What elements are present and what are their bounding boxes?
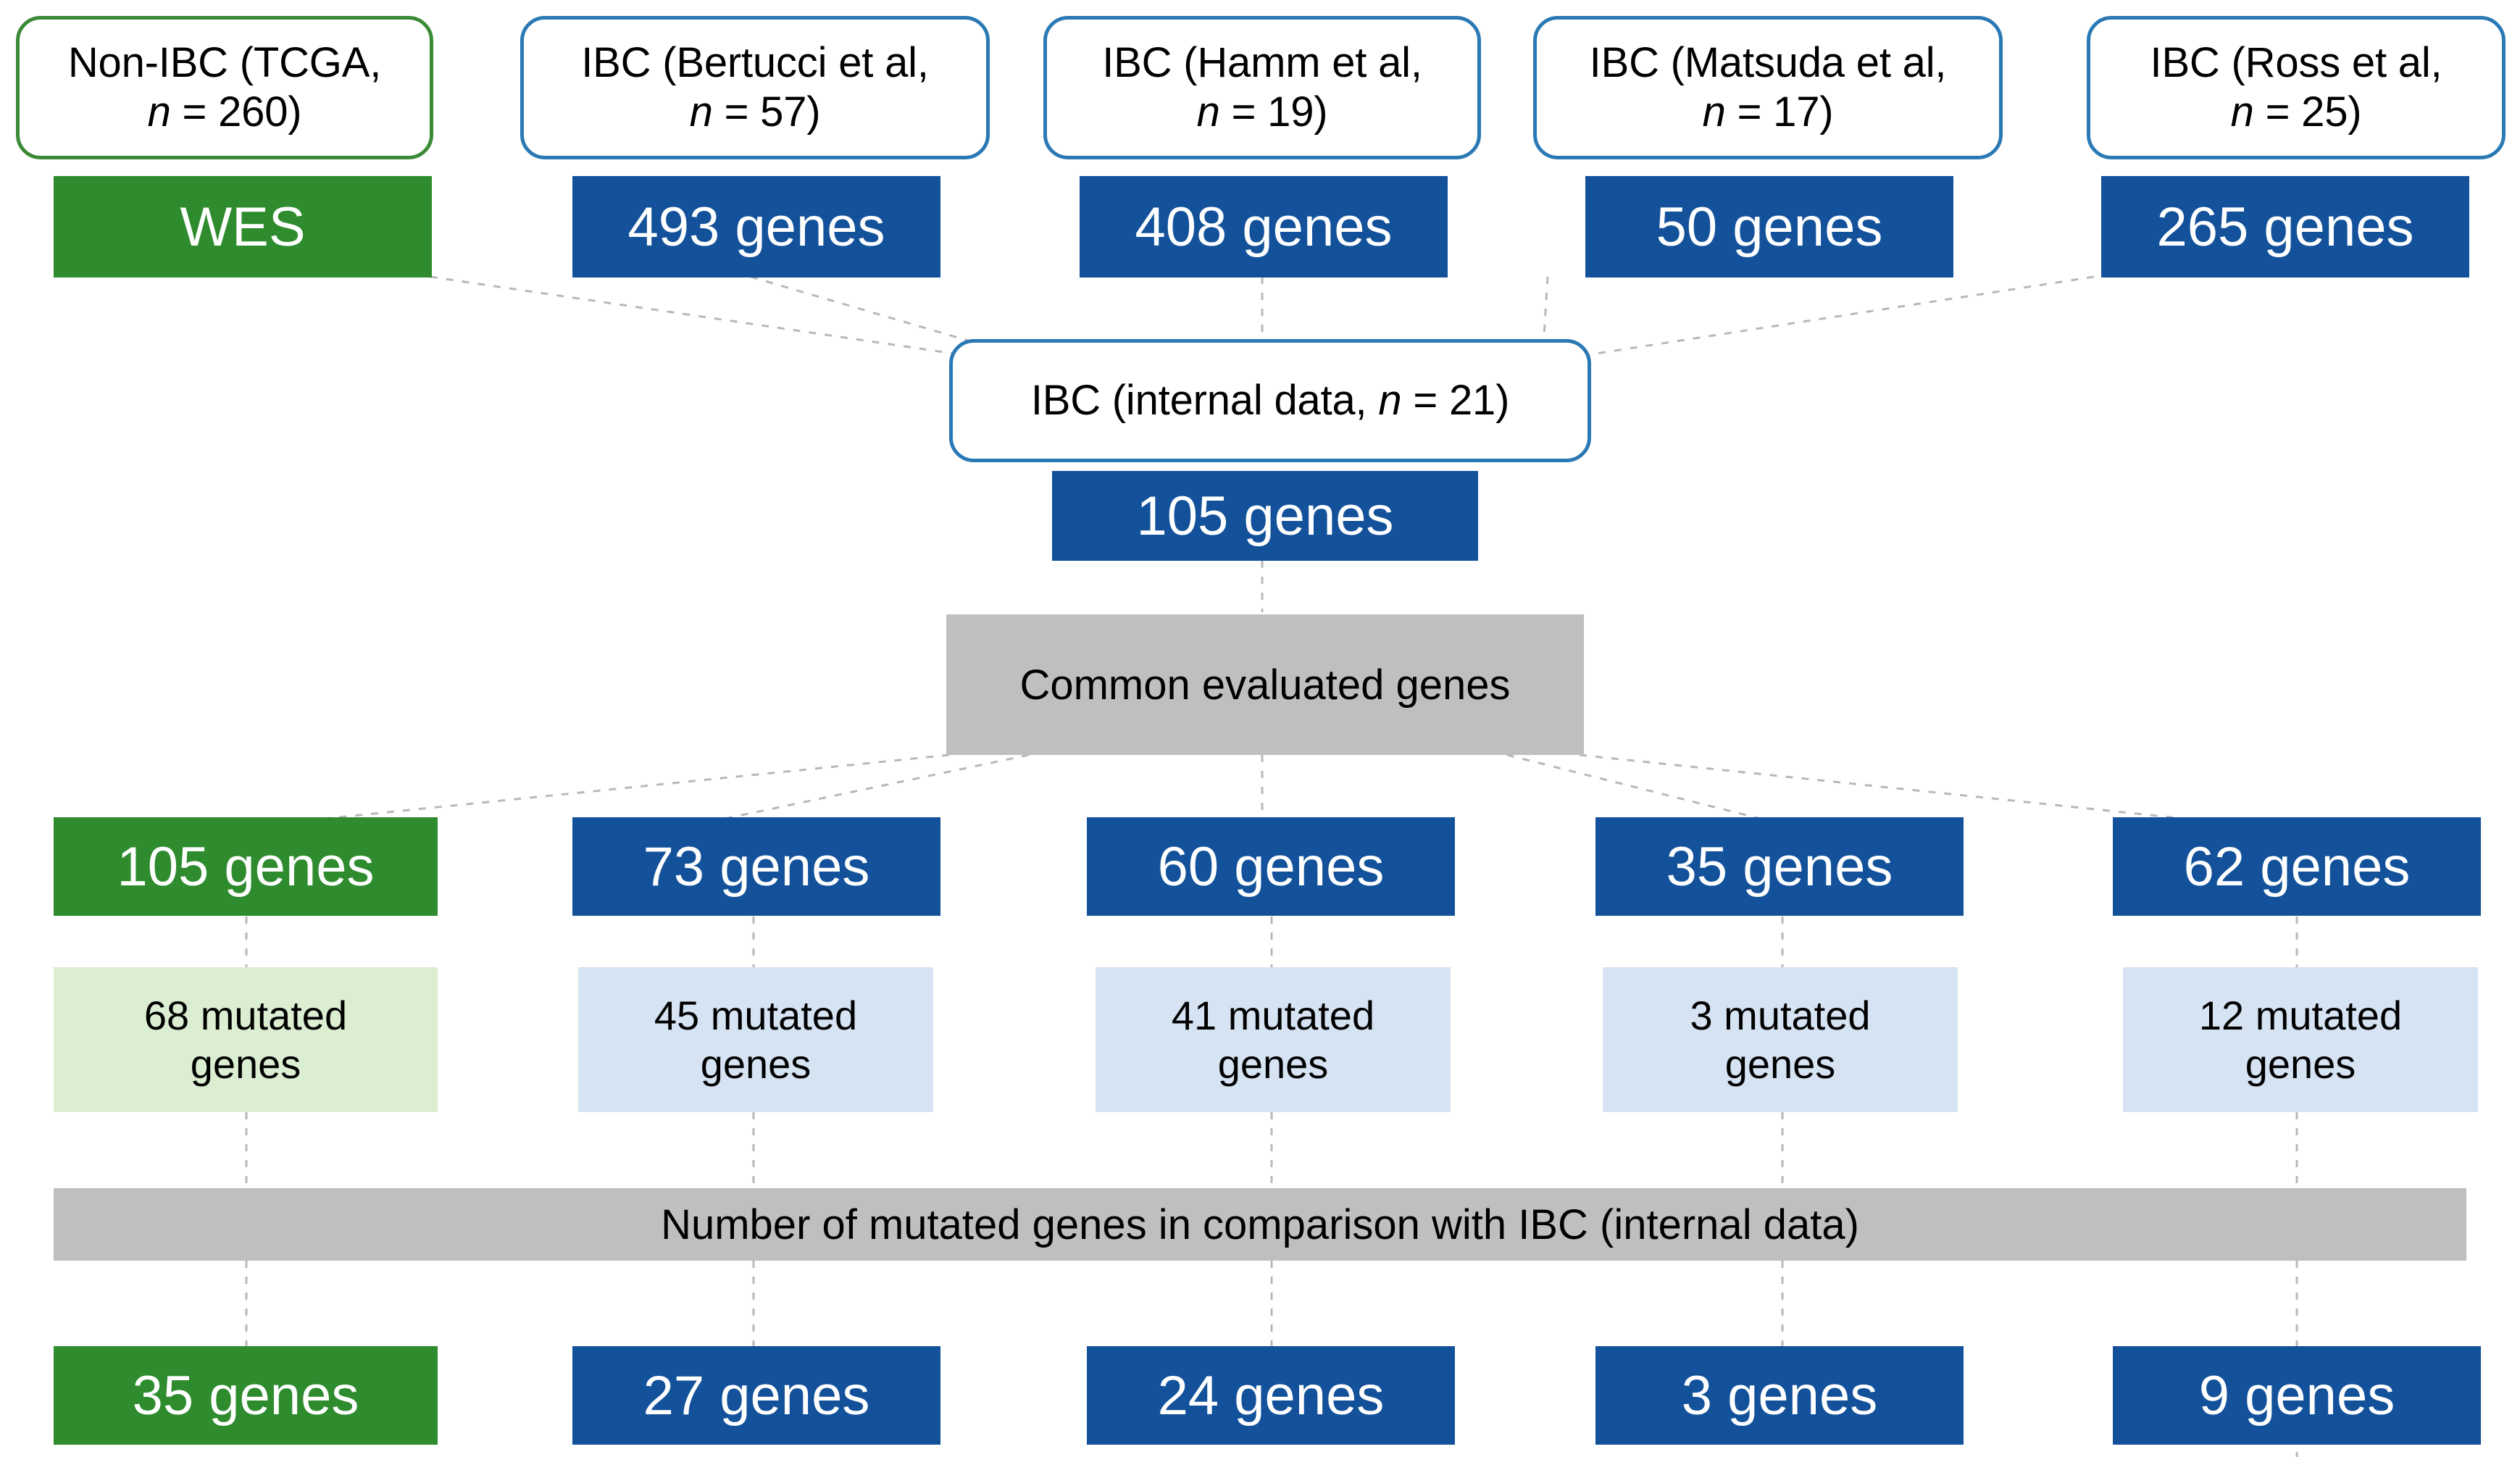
panel-bar-tcga-label: WES [180, 196, 306, 258]
mutated-ross-line2: genes [2245, 1041, 2356, 1087]
cohort-box-ross[interactable]: IBC (Ross et al, n = 25) [2087, 16, 2506, 159]
cohort-hamm-n-value: = 19) [1219, 88, 1328, 135]
cohort-box-bertucci[interactable]: IBC (Bertucci et al, n = 57) [520, 16, 990, 159]
mutated-box-matsuda[interactable]: 3 mutated genes [1603, 967, 1958, 1112]
panel-bar-bertucci[interactable]: 493 genes [572, 176, 940, 277]
mutated-tcga-line2: genes [190, 1041, 301, 1087]
connector-common-to-bertucci [724, 753, 1030, 820]
connector-common-to-matsuda [1506, 753, 1761, 820]
mutated-box-hamm-text: 41 mutated genes [1172, 991, 1374, 1088]
cohort-box-ross-text: IBC (Ross et al, n = 25) [2150, 38, 2442, 138]
evaluated-bar-ross-label: 62 genes [2183, 835, 2411, 898]
evaluated-bar-hamm-label: 60 genes [1157, 835, 1385, 898]
connector-common-to-ross [1579, 753, 2254, 827]
mutated-bertucci-line2: genes [700, 1041, 812, 1087]
cohort-bertucci-n-symbol: n [689, 88, 713, 135]
mutated-hamm-line1: 41 mutated [1171, 992, 1375, 1038]
result-bar-tcga[interactable]: 35 genes [54, 1346, 438, 1445]
cohort-ross-n-value: = 25) [2253, 88, 2362, 135]
connector-ross-to-internal [1586, 275, 2095, 356]
common-evaluated-genes-label: Common evaluated genes [1019, 661, 1511, 709]
evaluated-bar-matsuda-label: 35 genes [1666, 835, 1893, 898]
cohort-box-matsuda-text: IBC (Matsuda et al, n = 17) [1590, 38, 1947, 138]
cohort-ross-n-symbol: n [2230, 88, 2254, 135]
mutated-matsuda-line2: genes [1724, 1041, 1836, 1087]
panel-bar-matsuda-label: 50 genes [1656, 196, 1883, 258]
mutated-box-tcga-text: 68 mutated genes [144, 991, 347, 1088]
panel-bar-tcga[interactable]: WES [54, 176, 432, 277]
connector-bertucci-to-internal [750, 275, 993, 349]
panel-bar-ross[interactable]: 265 genes [2101, 176, 2469, 277]
common-evaluated-genes-banner[interactable]: Common evaluated genes [946, 614, 1584, 755]
cohort-matsuda-line1: IBC (Matsuda et al, [1589, 38, 1947, 86]
result-bar-bertucci[interactable]: 27 genes [572, 1346, 940, 1445]
connector-matsuda-to-internal [1542, 276, 1549, 348]
result-bar-matsuda-label: 3 genes [1681, 1364, 1878, 1427]
connector-tcga-to-internal [430, 275, 964, 356]
mutated-box-tcga[interactable]: 68 mutated genes [54, 967, 438, 1112]
cohort-tcga-n-symbol: n [147, 88, 171, 135]
cohort-ross-line1: IBC (Ross et al, [2150, 38, 2442, 86]
mutated-hamm-line2: genes [1217, 1041, 1329, 1087]
evaluated-bar-bertucci[interactable]: 73 genes [572, 817, 940, 916]
panel-bar-internal[interactable]: 105 genes [1052, 471, 1478, 561]
panel-bar-matsuda[interactable]: 50 genes [1585, 176, 1953, 277]
mutated-box-bertucci-text: 45 mutated genes [654, 991, 857, 1088]
result-bar-bertucci-label: 27 genes [643, 1364, 870, 1427]
cohort-matsuda-n-value: = 17) [1725, 88, 1834, 135]
result-bar-tcga-label: 35 genes [132, 1364, 359, 1427]
result-bar-hamm-label: 24 genes [1157, 1364, 1385, 1427]
mutated-box-bertucci[interactable]: 45 mutated genes [578, 967, 933, 1112]
mutated-tcga-line1: 68 mutated [143, 992, 348, 1038]
mutated-box-hamm[interactable]: 41 mutated genes [1096, 967, 1451, 1112]
cohort-hamm-n-symbol: n [1196, 88, 1220, 135]
cohort-box-hamm[interactable]: IBC (Hamm et al, n = 19) [1043, 16, 1481, 159]
mutated-ross-line1: 12 mutated [2198, 992, 2403, 1038]
panel-bar-hamm[interactable]: 408 genes [1080, 176, 1448, 277]
evaluated-bar-hamm[interactable]: 60 genes [1087, 817, 1455, 916]
cohort-tcga-line1: Non-IBC (TCGA, [67, 38, 382, 86]
mutated-box-ross[interactable]: 12 mutated genes [2123, 967, 2478, 1112]
cohort-matsuda-n-symbol: n [1702, 88, 1726, 135]
mutated-matsuda-line1: 3 mutated [1690, 992, 1871, 1038]
cohort-tcga-n-value: = 260) [170, 88, 302, 135]
mutated-box-ross-text: 12 mutated genes [2199, 991, 2402, 1088]
internal-prefix: IBC (internal data, [1030, 376, 1379, 424]
cohort-box-bertucci-text: IBC (Bertucci et al, n = 57) [581, 38, 929, 138]
panel-bar-ross-label: 265 genes [2156, 196, 2414, 258]
evaluated-bar-ross[interactable]: 62 genes [2113, 817, 2481, 916]
cohort-bertucci-n-value: = 57) [712, 88, 821, 135]
result-bar-matsuda[interactable]: 3 genes [1595, 1346, 1964, 1445]
comparison-banner[interactable]: Number of mutated genes in comparison wi… [54, 1188, 2466, 1261]
panel-bar-hamm-label: 408 genes [1135, 196, 1393, 258]
evaluated-bar-tcga-label: 105 genes [117, 835, 375, 898]
result-bar-ross-label: 9 genes [2198, 1364, 2395, 1427]
result-bar-ross[interactable]: 9 genes [2113, 1346, 2481, 1445]
cohort-box-matsuda[interactable]: IBC (Matsuda et al, n = 17) [1533, 16, 2003, 159]
mutated-box-matsuda-text: 3 mutated genes [1690, 991, 1870, 1088]
result-bar-hamm[interactable]: 24 genes [1087, 1346, 1455, 1445]
evaluated-bar-bertucci-label: 73 genes [643, 835, 870, 898]
cohort-box-tcga-text: Non-IBC (TCGA, n = 260) [68, 38, 381, 138]
evaluated-bar-tcga[interactable]: 105 genes [54, 817, 438, 916]
panel-bar-internal-label: 105 genes [1136, 485, 1394, 547]
cohort-box-tcga[interactable]: Non-IBC (TCGA, n = 260) [16, 16, 433, 159]
cohort-box-hamm-text: IBC (Hamm et al, n = 19) [1102, 38, 1422, 138]
cohort-bertucci-line1: IBC (Bertucci et al, [581, 38, 929, 86]
cohort-box-internal-text: IBC (internal data, n = 21) [1030, 376, 1510, 425]
internal-n-value: = 21) [1401, 376, 1510, 424]
internal-n-symbol: n [1378, 376, 1402, 424]
cohort-hamm-line1: IBC (Hamm et al, [1102, 38, 1422, 86]
evaluated-bar-matsuda[interactable]: 35 genes [1595, 817, 1964, 916]
comparison-banner-label: Number of mutated genes in comparison wi… [661, 1201, 1859, 1248]
mutated-bertucci-line1: 45 mutated [654, 992, 858, 1038]
cohort-box-internal[interactable]: IBC (internal data, n = 21) [949, 339, 1591, 462]
panel-bar-bertucci-label: 493 genes [627, 196, 885, 258]
